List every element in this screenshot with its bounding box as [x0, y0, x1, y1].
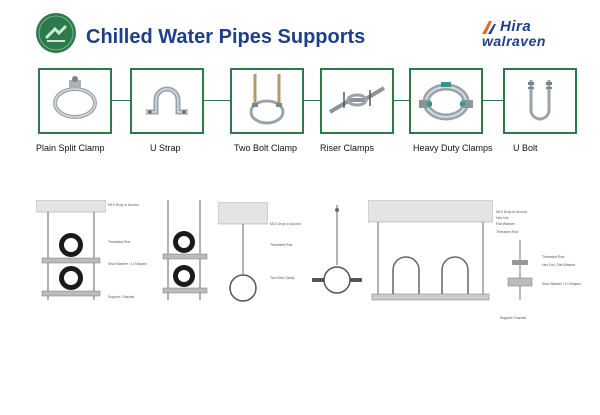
brand-name: Hira — [500, 18, 532, 35]
card-connector — [483, 100, 503, 101]
diagram-note: Support Channel — [500, 316, 527, 320]
installation-diagram-5 — [368, 200, 493, 310]
diagram-note: Support Channel — [108, 295, 135, 299]
diagram-note: Shut Washer / U Shaped — [108, 262, 147, 266]
diagram-note: Hex Nut — [496, 216, 509, 220]
diagram-note: Shut Washer / U Shaped — [542, 282, 581, 286]
installation-diagram-2 — [160, 200, 210, 305]
card-connector — [304, 100, 320, 101]
installation-diagram-3 — [218, 202, 268, 307]
diagram-note: Threaded Rod — [542, 255, 565, 259]
heavy-duty-clamp-icon — [419, 82, 473, 121]
brand-subname: walraven — [482, 33, 546, 49]
diagram-note: M10 Drop-in Anchor — [496, 210, 528, 214]
card-connector — [112, 100, 130, 101]
logo-badge — [35, 12, 77, 54]
riser-clamp-icon — [328, 86, 386, 114]
product-card-u-strap[interactable] — [130, 68, 204, 134]
diagram-note: Threaded Rod — [108, 240, 131, 244]
diagram-note: Flat Washer — [496, 222, 515, 226]
product-card-u-bolt[interactable] — [503, 68, 577, 134]
product-label: Two Bolt Clamp — [234, 143, 298, 153]
installation-diagram-4 — [310, 205, 365, 305]
installation-diagram-1 — [36, 200, 106, 305]
diagram-note: Threaded Rod — [270, 243, 293, 247]
card-connector — [394, 100, 409, 101]
product-label: U Bolt — [513, 143, 538, 153]
split-clamp-icon — [53, 76, 97, 119]
diagram-note: Hex Nut, Flat Washer — [542, 263, 576, 267]
product-label: Riser Clamps — [320, 143, 375, 153]
product-label: U Strap — [150, 143, 181, 153]
product-label: Heavy Duty Clamps — [413, 143, 493, 153]
product-card-two-bolt-clamp[interactable] — [230, 68, 304, 134]
product-label: Plain Split Clamp — [36, 143, 105, 153]
product-card-riser-clamp[interactable] — [320, 68, 394, 134]
page-title: Chilled Water Pipes Supports — [86, 26, 366, 48]
card-connector — [204, 100, 230, 101]
detail-callout — [500, 240, 540, 300]
product-card-heavy-duty-clamp[interactable] — [409, 68, 483, 134]
diagram-note: Two Bolt Clamp — [270, 276, 295, 280]
diagram-note: M10 Drop-in Anchor — [108, 203, 140, 207]
diagram-note: Threaded Rod — [496, 230, 519, 234]
u-bolt-icon — [528, 80, 552, 121]
two-bolt-clamp-icon — [249, 74, 285, 125]
diagram-note: M10 Drop-in Anchor — [270, 222, 302, 226]
brand-logo — [480, 18, 498, 36]
u-strap-icon — [146, 86, 188, 115]
product-card-split-clamp[interactable] — [38, 68, 112, 134]
